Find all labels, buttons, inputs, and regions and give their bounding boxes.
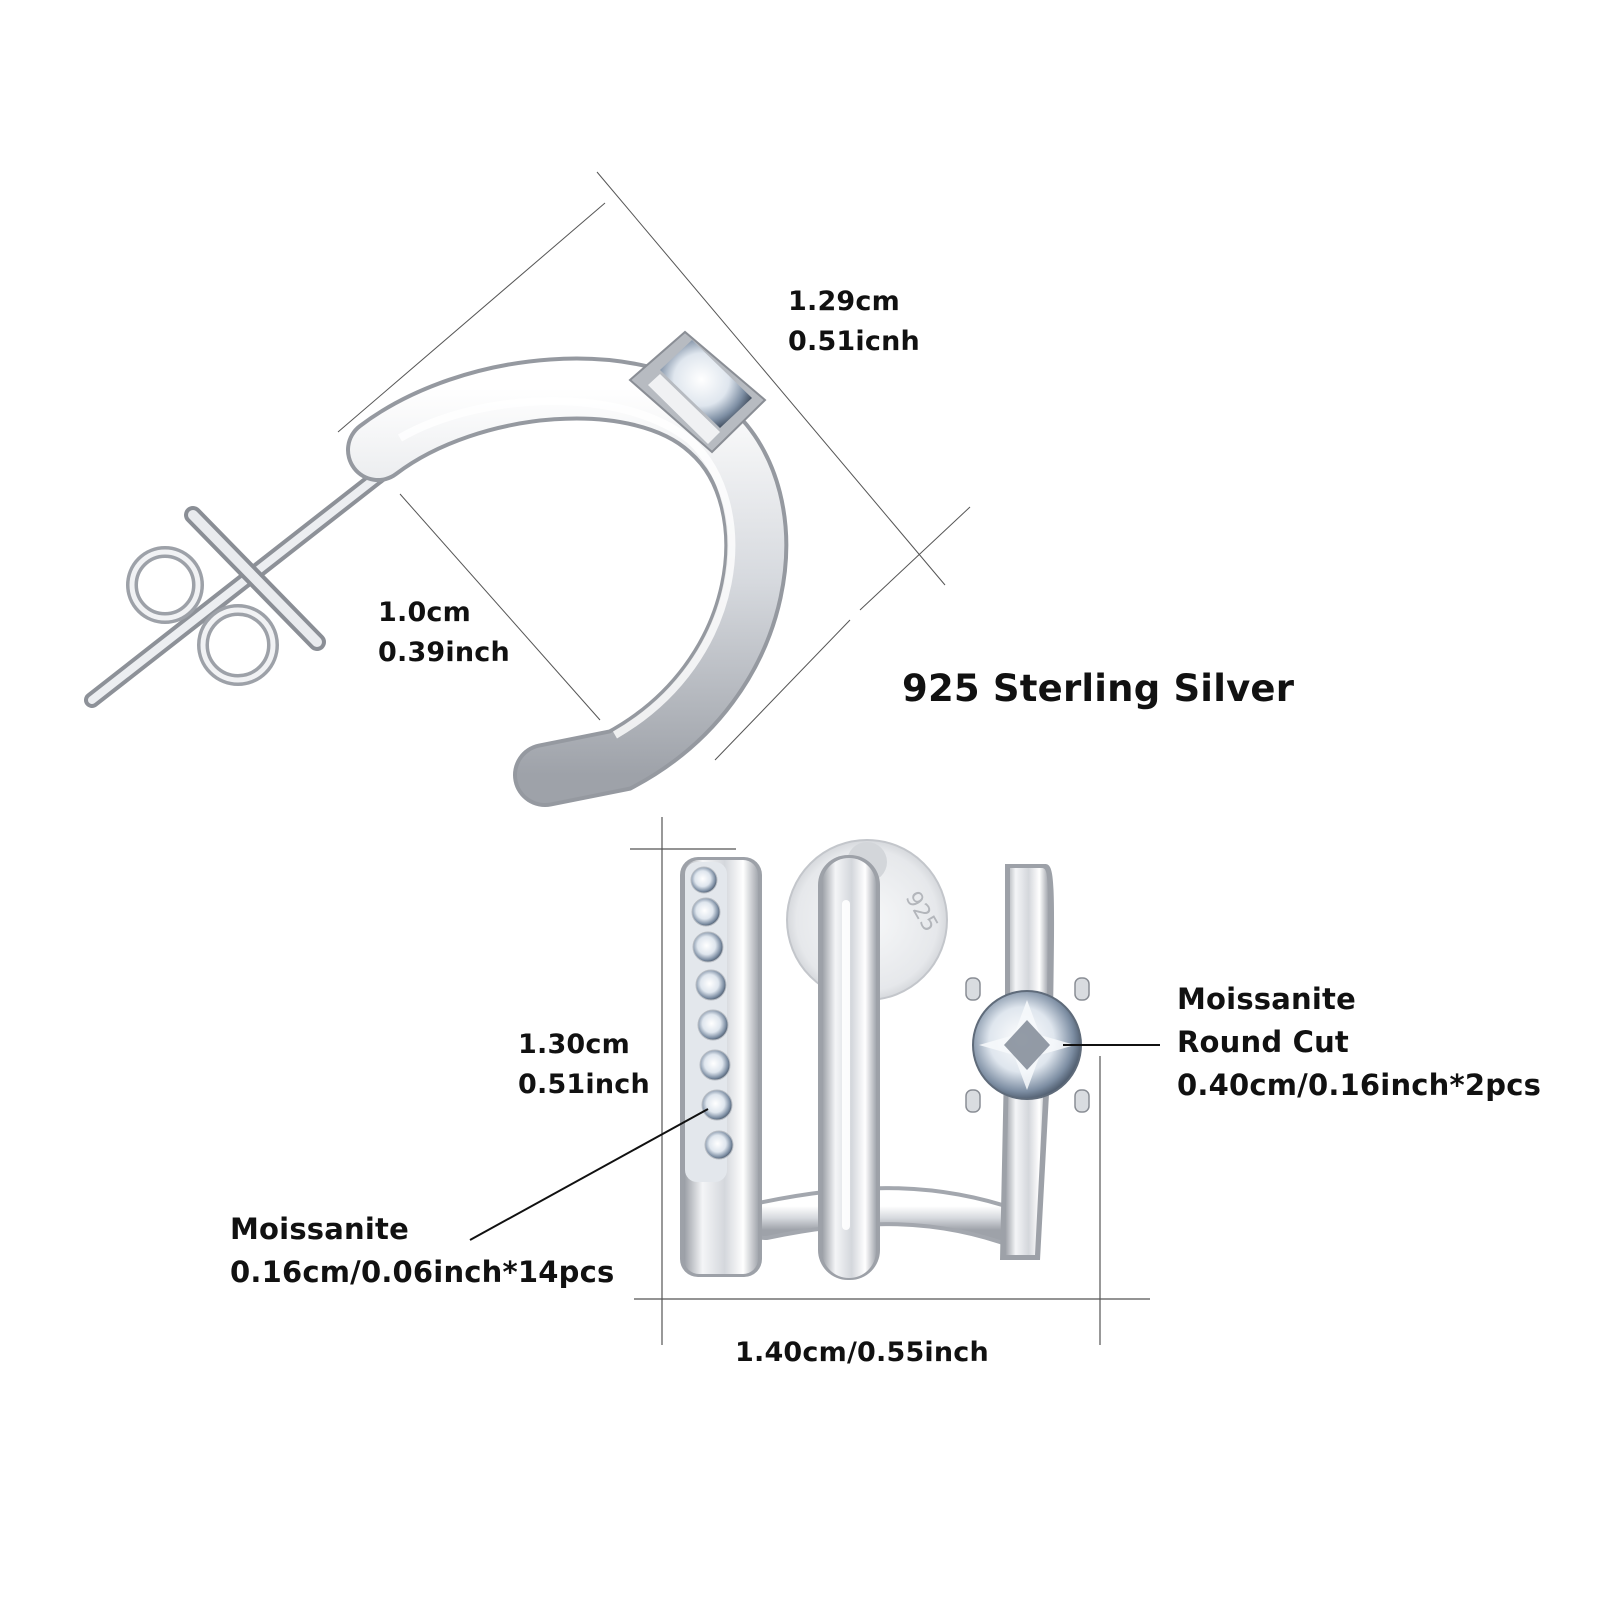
c-hoop (346, 356, 789, 807)
inner-diameter-label: 1.0cm 0.39inch (378, 593, 510, 673)
butterfly-back (126, 506, 326, 686)
side-view-earring (84, 330, 789, 807)
center-stone-title: Moissanite (1177, 982, 1356, 1016)
earring-post (84, 459, 398, 708)
center-stone-callout: Moissanite Round Cut 0.40cm/0.16inch*2pc… (1177, 978, 1541, 1107)
height-cm: 1.30cm (518, 1029, 630, 1060)
height-label: 1.30cm 0.51inch (518, 1025, 650, 1105)
center-stone-cut: Round Cut (1177, 1024, 1349, 1059)
side-stone-setting (628, 330, 767, 454)
pave-stone-callout: Moissanite 0.16cm/0.06inch*14pcs (230, 1208, 614, 1294)
middle-band (818, 855, 880, 1280)
inner-diameter-inch: 0.39inch (378, 636, 510, 668)
front-view-earring: 925 (680, 839, 1090, 1280)
pave-stone-size: 0.16cm/0.06inch*14pcs (230, 1254, 615, 1289)
width-label: 1.40cm/0.55inch (735, 1337, 989, 1368)
pave-stone-title: Moissanite (230, 1212, 409, 1246)
height-inch: 0.51inch (518, 1068, 650, 1100)
material-title: 925 Sterling Silver (902, 667, 1295, 710)
outer-diameter-cm: 1.29cm (788, 286, 900, 317)
dimension-lines-front-view (630, 817, 1150, 1345)
center-stone-size: 0.40cm/0.16inch*2pcs (1177, 1067, 1542, 1102)
outer-diameter-label: 1.29cm 0.51icnh (788, 282, 920, 362)
pave-band (680, 857, 762, 1277)
inner-diameter-cm: 1.0cm (378, 597, 471, 628)
callout-leaders (469, 1044, 1160, 1241)
dimension-lines-side-view (337, 171, 971, 761)
outer-diameter-inch: 0.51icnh (788, 325, 920, 357)
pave-stones (690, 866, 734, 1160)
